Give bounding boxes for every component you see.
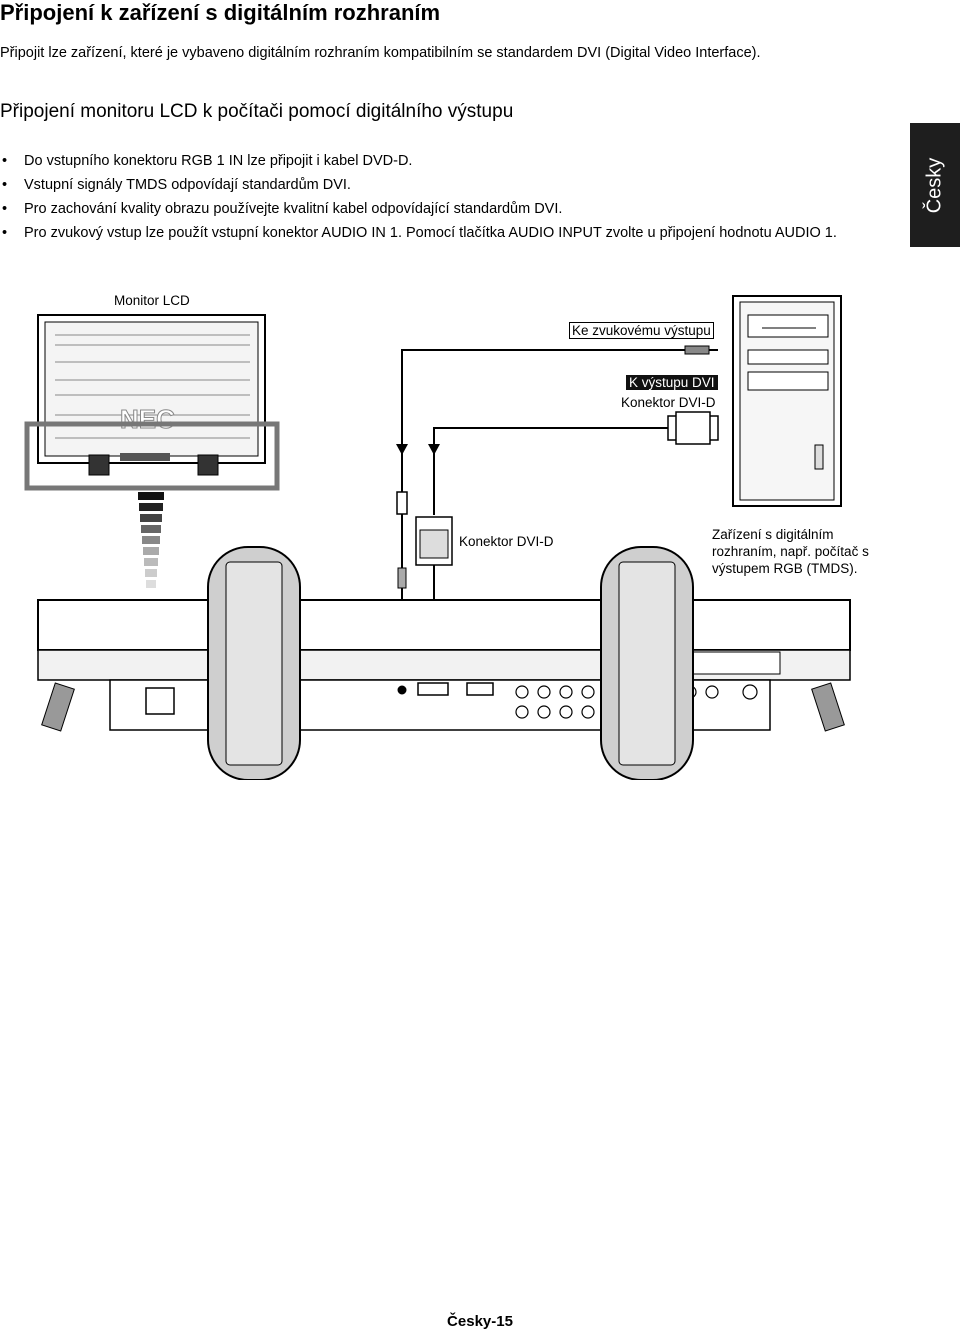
bullet-list: •Do vstupního konektoru RGB 1 IN lze při… (0, 152, 837, 248)
language-tab-label: Česky (923, 157, 946, 213)
dvi-output-label: K výstupu DVI (626, 375, 718, 390)
cable-dvi-connector-label: Konektor DVI-D (459, 534, 554, 549)
audio-output-label: Ke zvukovému výstupu (569, 322, 714, 339)
list-item: •Pro zachování kvality obrazu používejte… (2, 201, 563, 217)
bullet-marker: • (2, 153, 8, 169)
device-label-line-1: Zařízení s digitálním (712, 527, 834, 542)
bullet-marker: • (2, 225, 8, 241)
monitor-label: Monitor LCD (114, 293, 190, 308)
device-label-line-3: výstupem RGB (TMDS). (712, 561, 858, 576)
monitor-back-thumbnail: NEC (24, 314, 280, 491)
pc-dvi-connector-label: Konektor DVI-D (621, 395, 716, 410)
nec-logo: NEC (120, 404, 175, 434)
computer-tower (732, 295, 842, 507)
connection-diagram: NEC (24, 295, 851, 780)
section-title: Připojení monitoru LCD k počítači pomocí… (0, 101, 514, 122)
device-label-line-2: rozhraním, např. počítač s (712, 544, 869, 559)
dvi-cable (415, 411, 719, 688)
magnifier-lenses (207, 546, 694, 780)
zoom-indicator (138, 492, 164, 588)
list-item: •Vstupní signály TMDS odpovídají standar… (2, 177, 351, 193)
bullet-marker: • (2, 177, 8, 193)
intro-text: Připojit lze zařízení, které je vybaveno… (0, 45, 761, 61)
page-footer: Česky-15 (447, 1313, 513, 1330)
list-item: •Pro zvukový vstup lze použít vstupní ko… (2, 225, 837, 241)
language-tab: Česky (910, 123, 960, 247)
page-title: Připojení k zařízení s digitálním rozhra… (0, 0, 441, 25)
monitor-rear-panel (37, 599, 851, 732)
bullet-marker: • (2, 201, 8, 217)
list-item: •Do vstupního konektoru RGB 1 IN lze při… (2, 153, 413, 169)
